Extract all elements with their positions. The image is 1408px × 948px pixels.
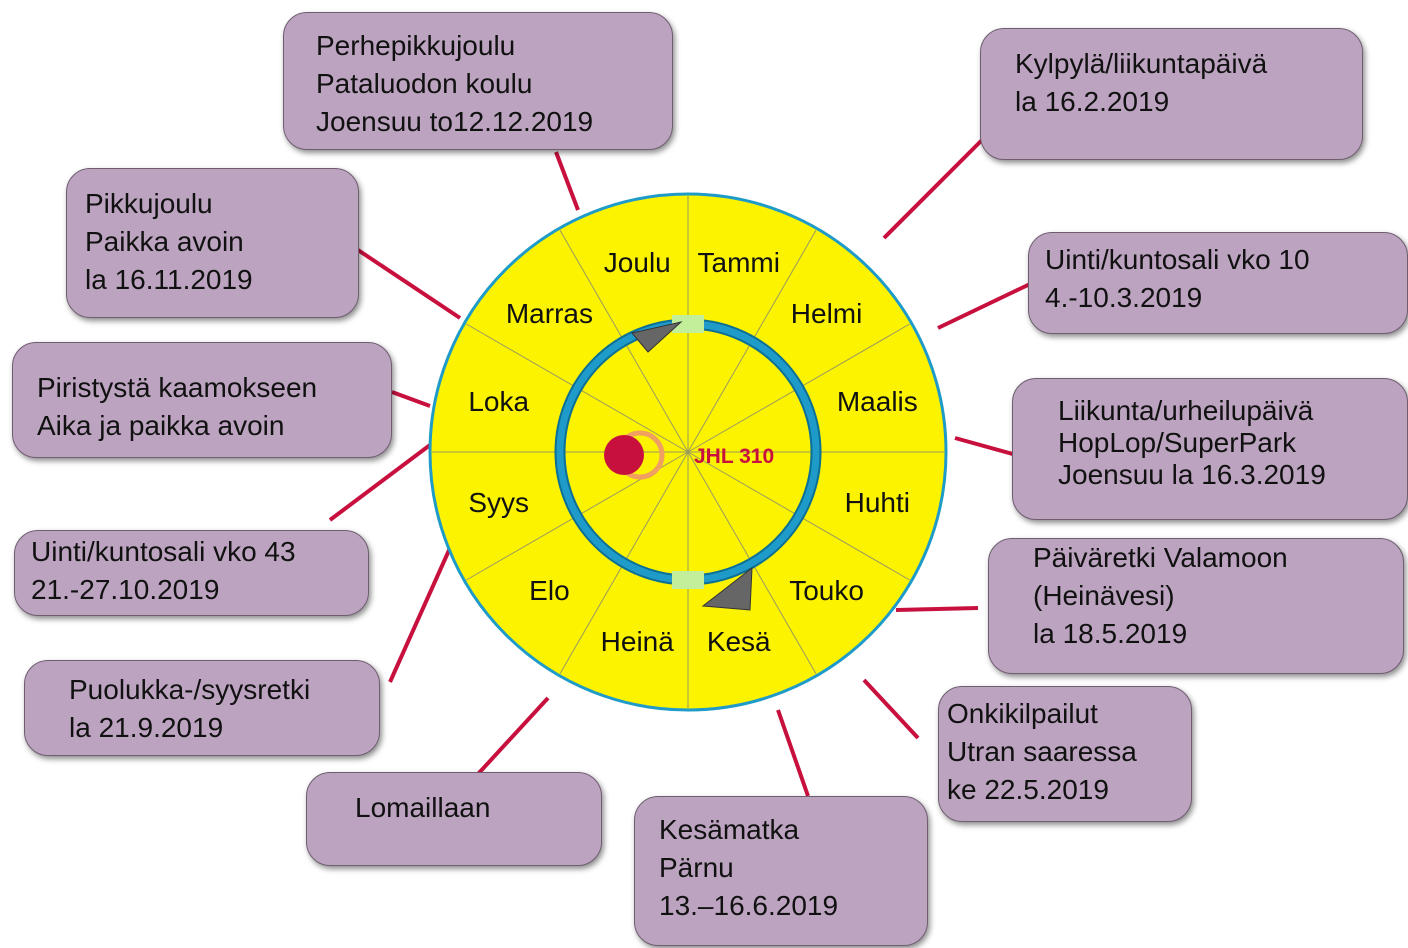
event-line: Kylpylä/liikuntapäivä: [1015, 48, 1268, 79]
event-line: Pärnu: [659, 852, 734, 883]
connector-line: [862, 678, 920, 740]
event-line: 13.–16.6.2019: [659, 890, 839, 921]
month-label: Kesä: [707, 626, 771, 657]
cycle-arrow-icon: [701, 566, 753, 611]
jhl-logo: JHL 310: [604, 430, 774, 480]
event-box-onkikilpailut: Onkikilpailut Utran saaressa ke 22.5.201…: [938, 686, 1192, 822]
month-label: Heinä: [601, 626, 675, 657]
event-line: Joensuu to12.12.2019: [316, 106, 594, 137]
event-line: HopLop/SuperPark: [1058, 427, 1297, 458]
event-line: Aika ja paikka avoin: [37, 410, 285, 441]
event-box-liikunta: Liikunta/urheilupäivä HopLop/SuperPark J…: [1012, 378, 1408, 520]
event-line: la 18.5.2019: [1033, 618, 1188, 649]
event-line: ke 22.5.2019: [947, 774, 1109, 805]
logo-dot: [604, 435, 644, 475]
month-label: Tammi: [698, 247, 780, 278]
connector-line: [776, 709, 810, 797]
connector-line: [554, 151, 580, 211]
connector-line: [391, 390, 431, 408]
cycle-marker: [672, 315, 704, 333]
event-line: Piristystä kaamokseen: [37, 372, 318, 403]
event-line: Päiväretki Valamoon: [1033, 542, 1288, 573]
event-line: Puolukka-/syysretki: [69, 674, 311, 705]
event-box-pikkujoulu: Pikkujoulu Paikka avoin la 16.11.2019: [66, 168, 359, 318]
event-box-perhepikkujoulu: Perhepikkujoulu Pataluodon koulu Joensuu…: [283, 12, 673, 150]
event-line: Onkikilpailut: [947, 698, 1098, 729]
month-label: Touko: [789, 575, 864, 606]
logo-text: JHL 310: [694, 445, 774, 468]
event-line: Pikkujoulu: [85, 188, 213, 219]
event-line: Joensuu la 16.3.2019: [1058, 459, 1326, 490]
month-label: Marras: [506, 298, 593, 329]
event-line: la 16.11.2019: [85, 264, 253, 295]
connector-line: [954, 436, 1021, 458]
connector-line: [937, 282, 1031, 330]
event-line: Liikunta/urheilupäivä: [1058, 395, 1314, 426]
event-box-puolukka: Puolukka-/syysretki la 21.9.2019: [24, 660, 380, 756]
month-label: Elo: [529, 575, 569, 606]
event-box-piristysta: Piristystä kaamokseen Aika ja paikka avo…: [12, 342, 392, 458]
connector-line: [476, 696, 550, 776]
month-label: Helmi: [791, 298, 863, 329]
event-box-uinti-vko10: Uinti/kuntosali vko 10 4.-10.3.2019: [1028, 232, 1408, 334]
event-box-kesamatka: Kesämatka Pärnu 13.–16.6.2019: [634, 796, 928, 946]
event-box-uinti-vko43: Uinti/kuntosali vko 43 21.-27.10.2019: [14, 530, 369, 616]
connector-line: [388, 547, 452, 683]
event-line: Pataluodon koulu: [316, 68, 533, 99]
event-box-kylpyla: Kylpylä/liikuntapäivä la 16.2.2019: [980, 28, 1363, 160]
event-line: Perhepikkujoulu: [316, 30, 516, 61]
month-label: Maalis: [837, 386, 918, 417]
connector-line: [328, 443, 432, 522]
cycle-arrow-icon: [631, 321, 683, 353]
event-line: 4.-10.3.2019: [1045, 282, 1203, 313]
event-line: Paikka avoin: [85, 226, 244, 257]
month-label: Syys: [468, 487, 529, 518]
event-box-lomaillaan: Lomaillaan: [306, 772, 602, 866]
event-line: Kesämatka: [659, 814, 800, 845]
event-line: Uinti/kuntosali vko 10: [1045, 244, 1310, 275]
connector-line: [356, 248, 462, 320]
event-line: la 21.9.2019: [69, 712, 224, 743]
cycle-marker: [672, 571, 704, 589]
month-label: Joulu: [604, 247, 671, 278]
event-line: Lomaillaan: [355, 792, 491, 823]
event-line: la 16.2.2019: [1015, 86, 1170, 117]
event-line: (Heinävesi): [1033, 580, 1175, 611]
event-line: 21.-27.10.2019: [31, 574, 220, 605]
month-label: Huhti: [845, 487, 910, 518]
event-box-paivaretki: Päiväretki Valamoon (Heinävesi) la 18.5.…: [988, 538, 1404, 674]
event-line: Uinti/kuntosali vko 43: [31, 536, 296, 567]
event-line: Utran saaressa: [947, 736, 1137, 767]
connector-line: [895, 606, 979, 612]
connector-line: [882, 138, 984, 240]
month-label: Loka: [468, 386, 529, 417]
